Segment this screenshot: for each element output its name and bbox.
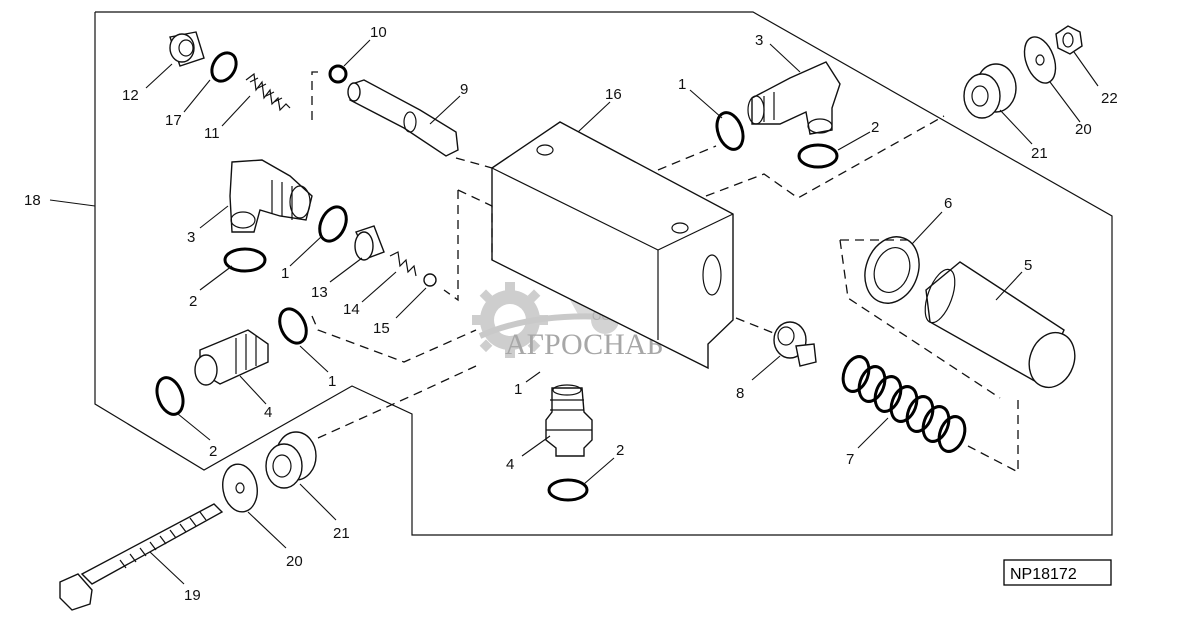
ball-15: [423, 273, 437, 287]
callout-5: 5: [1024, 257, 1032, 274]
callout-2-lower-left: 2: [209, 443, 217, 460]
o-ring-2-center: [547, 478, 589, 502]
fitting-4-center: [545, 384, 593, 457]
plug-8: [773, 321, 817, 367]
elbow-fitting-3-left: [229, 159, 313, 233]
elbow-fitting-3-right: [747, 61, 841, 135]
callout-labels: 18 12 17 11 10 9 16 1 3 2 22 20 21 3 1 2…: [24, 24, 1118, 604]
callout-2-center: 2: [616, 442, 624, 459]
callout-leaders: [49, 39, 1099, 585]
callout-6: 6: [944, 195, 952, 212]
cap-21-left: [265, 431, 317, 489]
callout-19: 19: [184, 587, 201, 604]
callout-2-upper-right: 2: [871, 119, 879, 136]
washer-20-right: [1023, 36, 1057, 84]
assembly-boundary: [94, 11, 1113, 536]
callout-20-right: 20: [1075, 121, 1092, 138]
callout-21-right: 21: [1031, 145, 1048, 162]
spool-9: [347, 79, 459, 157]
piston-5: [924, 261, 1076, 389]
callout-18: 18: [24, 192, 41, 209]
callout-22: 22: [1101, 90, 1118, 107]
callout-17: 17: [165, 112, 182, 129]
o-ring-2-upper-right: [797, 143, 839, 169]
nut-22: [1055, 25, 1083, 55]
washer-6: [864, 236, 920, 304]
callout-20-left: 20: [286, 553, 303, 570]
reference-number: NP18172: [1010, 566, 1077, 583]
washer-20-left: [222, 463, 258, 513]
spring-11: [245, 72, 291, 112]
callout-10: 10: [370, 24, 387, 41]
callout-1-left: 1: [281, 265, 289, 282]
assembly-guide-lines: [311, 71, 1019, 474]
o-ring-2-left: [223, 247, 267, 273]
callout-11: 11: [204, 125, 220, 142]
callout-1-lower-left: 1: [328, 373, 336, 390]
callout-4-center: 4: [506, 456, 514, 473]
callout-7: 7: [846, 451, 854, 468]
seal-ring-10: [328, 64, 348, 84]
callout-2-left: 2: [189, 293, 197, 310]
callout-15: 15: [373, 320, 390, 337]
reference-number-box: NP18172: [1003, 559, 1112, 586]
callout-9: 9: [460, 81, 468, 98]
callout-14: 14: [343, 301, 360, 318]
cap-21-right: [963, 63, 1017, 119]
callout-8: 8: [736, 385, 744, 402]
o-ring-1-upper-right: [715, 111, 745, 151]
callout-13: 13: [311, 284, 328, 301]
callout-3-upper-right: 3: [755, 32, 763, 49]
sleeve-13: [354, 225, 385, 261]
callout-3-left: 3: [187, 229, 195, 246]
watermark-company-name: АГРОСНАБ: [505, 328, 664, 361]
o-ring-17: [210, 51, 238, 83]
o-ring-1-lower-left: [278, 307, 308, 345]
spring-14: [389, 251, 417, 277]
valve-block: [491, 121, 734, 370]
callout-12: 12: [122, 87, 139, 104]
callout-1-upper-right: 1: [678, 76, 686, 93]
fitting-4-left: [194, 329, 269, 386]
o-ring-1-left: [318, 205, 348, 243]
callout-16: 16: [605, 86, 622, 103]
callout-1-center: 1: [514, 381, 522, 398]
spring-7: [841, 355, 967, 453]
bolt-19: [59, 503, 224, 611]
callout-21-left: 21: [333, 525, 350, 542]
callout-4-left: 4: [264, 404, 272, 421]
o-ring-2-lower-left: [155, 376, 185, 416]
plug-12: [169, 31, 205, 67]
